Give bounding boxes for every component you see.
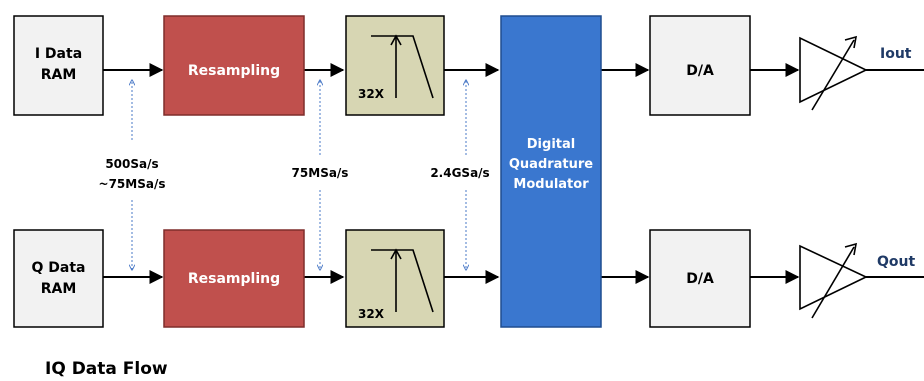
- connectors: [103, 63, 924, 284]
- rate-label-ram-line2: ~75MSa/s: [99, 177, 166, 191]
- iout-label: Iout: [880, 46, 912, 62]
- i-data-ram-block: I Data RAM: [13, 15, 104, 116]
- lowpass-filter-icon: [371, 34, 434, 99]
- q-dac-block: D/A: [649, 229, 751, 328]
- i-ram-label-line2: RAM: [41, 67, 77, 83]
- i-resampling-label: Resampling: [188, 63, 280, 79]
- i-filter-label: 32X: [358, 87, 385, 101]
- modulator-block: Digital Quadrature Modulator: [500, 15, 602, 328]
- q-data-ram-block: Q Data RAM: [13, 229, 104, 328]
- q-resampling-label: Resampling: [188, 271, 280, 287]
- rate-indicators: [132, 80, 466, 270]
- q-filter-block: 32X: [345, 229, 445, 328]
- q-dac-label: D/A: [686, 271, 714, 287]
- i-filter-block: 32X: [345, 15, 445, 116]
- qout-label: Qout: [877, 254, 915, 270]
- rate-label-filter: 2.4GSa/s: [430, 166, 489, 180]
- modulator-label-line2: Quadrature: [509, 157, 593, 172]
- q-resampling-block: Resampling: [163, 229, 305, 328]
- diagram-caption: IQ Data Flow: [45, 359, 168, 379]
- lowpass-filter-icon: [371, 248, 434, 313]
- i-variable-amplifier-icon: [799, 35, 868, 111]
- modulator-label-line3: Modulator: [513, 177, 589, 192]
- rate-label-ram-line1: 500Sa/s: [105, 157, 158, 171]
- i-resampling-block: Resampling: [163, 15, 305, 116]
- modulator-label-line1: Digital: [527, 137, 575, 152]
- q-filter-label: 32X: [358, 307, 385, 321]
- q-ram-label-line2: RAM: [41, 281, 77, 297]
- rate-label-resampling: 75MSa/s: [292, 166, 349, 180]
- q-ram-label-line1: Q Data: [32, 260, 86, 276]
- i-dac-label: D/A: [686, 63, 714, 79]
- i-ram-label-line1: I Data: [35, 46, 82, 62]
- i-dac-block: D/A: [649, 15, 751, 116]
- q-variable-amplifier-icon: [799, 242, 868, 319]
